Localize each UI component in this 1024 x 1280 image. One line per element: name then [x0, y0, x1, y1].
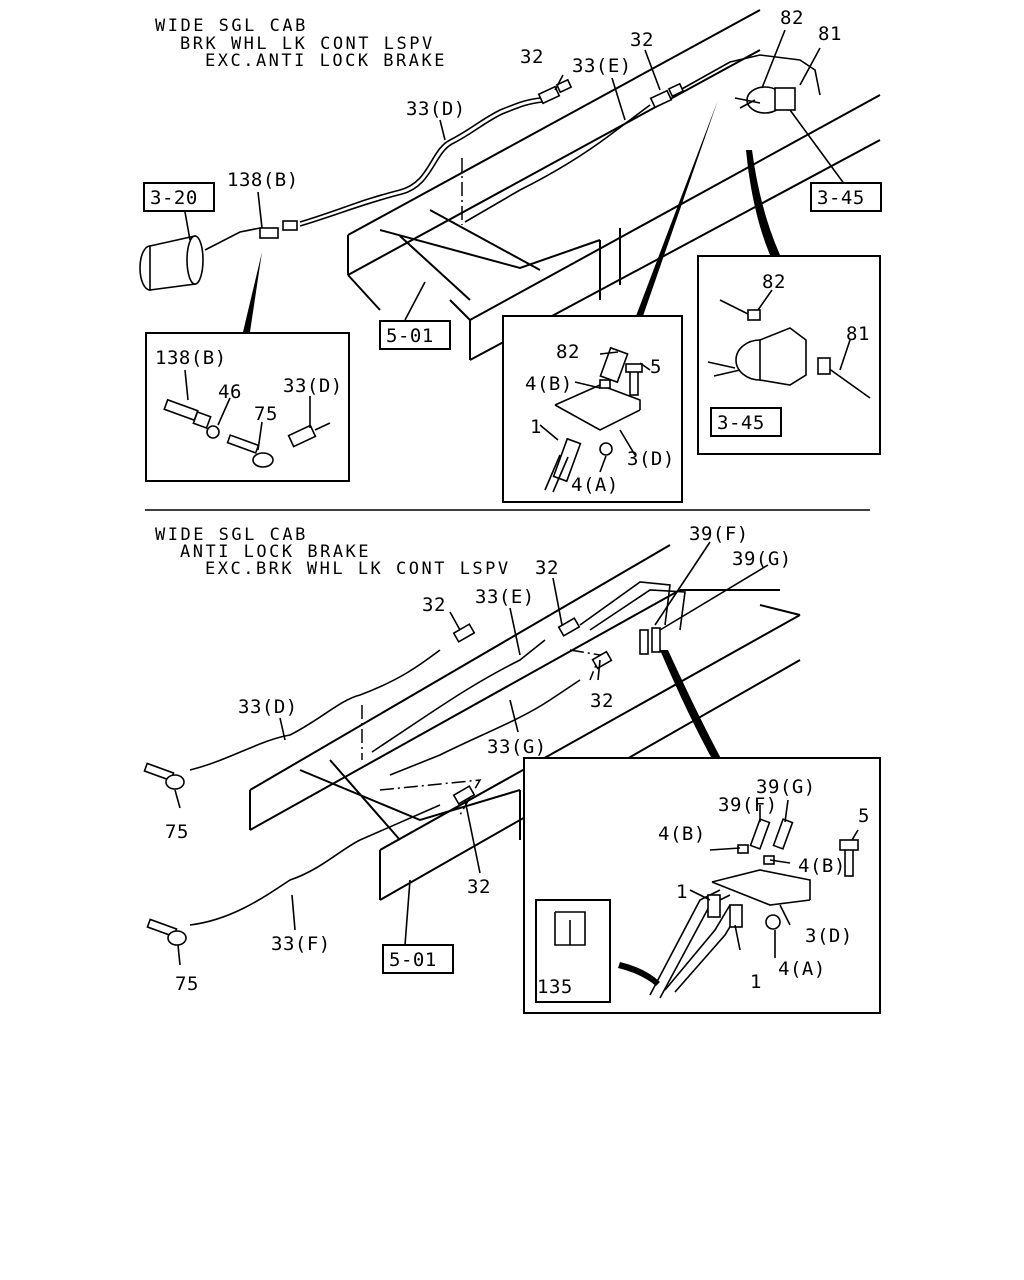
top-leaders: [184, 29, 846, 321]
bottom-label-33e: 33(E): [475, 586, 535, 608]
inset-mid-label-4a: 4(A): [571, 474, 619, 496]
top-frame-rail: [347, 9, 881, 361]
inset-bottom-label-1-a: 1: [676, 881, 688, 903]
callout-wedge-mid: [636, 100, 718, 316]
ref-3-45: 3-45: [817, 187, 865, 209]
inset-bottom-label-4b-left: 4(B): [658, 823, 706, 845]
bottom-label-33g: 33(G): [487, 736, 547, 758]
bottom-label-32-c: 32: [590, 690, 614, 712]
inset-bottom-label-1-b: 1: [750, 971, 762, 993]
tee-138b: [259, 220, 298, 239]
callout-wedge-left: [243, 252, 262, 332]
brake-line-33e: [464, 104, 651, 223]
ref-box-5-01: [379, 320, 451, 350]
bottom-ref-5-01: 5-01: [389, 949, 437, 971]
label-138b: 138(B): [227, 169, 299, 191]
inset-right-ref: 3-45: [717, 412, 765, 434]
inset-mid-label-4b: 4(B): [525, 373, 573, 395]
bottom-leaders: [174, 541, 769, 966]
bottom-label-39f: 39(F): [689, 523, 749, 545]
fitting-75-upper: [143, 762, 185, 790]
bottom-header-line-3: EXC.BRK WHL LK CONT LSPV: [205, 559, 511, 579]
inset-bottom: 39(G) 39(F) 5 4(B) 4(B) 1 3(D) 4(A) 1 13…: [523, 757, 881, 1014]
label-82: 82: [780, 7, 804, 29]
ref-5-01: 5-01: [386, 325, 434, 347]
inset-bottom-label-5: 5: [858, 805, 870, 827]
bottom-header-line-1: WIDE SGL CAB: [155, 525, 308, 545]
inset-mid-label-82: 82: [556, 341, 580, 363]
top-section: WIDE SGL CAB BRK WHL LK CONT LSPV EXC.AN…: [139, 7, 882, 503]
bottom-dash-line-2: [379, 779, 482, 816]
bottom-label-32-b: 32: [422, 594, 446, 616]
bottom-label-33d: 33(D): [238, 696, 298, 718]
brake-line-33d-outline: [299, 101, 543, 227]
label-33d: 33(D): [406, 98, 466, 120]
bottom-section: WIDE SGL CAB ANTI LOCK BRAKE EXC.BRK WHL…: [143, 523, 881, 1014]
inset-left-label-46: 46: [218, 381, 242, 403]
inset-mid-label-1: 1: [530, 416, 542, 438]
bottom-label-32-a: 32: [535, 557, 559, 579]
clip-135-icon: [554, 911, 586, 946]
callout-wedge-bottom: [660, 650, 725, 766]
bottom-frame-rail: [249, 544, 801, 901]
inset-bottom-label-39f: 39(F): [718, 794, 778, 816]
inset-left-label-75: 75: [254, 403, 278, 425]
brake-line-33e-bottom: [371, 639, 546, 753]
inset-left-label-138b: 138(B): [155, 347, 227, 369]
ref-3-20: 3-20: [150, 187, 198, 209]
inset-mid-label-3d: 3(D): [627, 448, 675, 470]
bottom-header-line-2: ANTI LOCK BRAKE: [180, 542, 371, 562]
ref-box-3-20: [143, 182, 215, 212]
brake-line-33f: [189, 804, 441, 926]
brake-line-33d-bottom: [189, 649, 441, 771]
fitting-32-right: [649, 82, 685, 109]
top-header-line-3: EXC.ANTI LOCK BRAKE: [205, 51, 447, 71]
bottom-label-75-b: 75: [175, 973, 199, 995]
label-33e: 33(E): [572, 55, 632, 77]
inset-left-label-33d: 33(D): [283, 375, 343, 397]
brake-chamber: [139, 227, 261, 291]
lspv-valve: [734, 86, 796, 114]
bottom-label-32-d: 32: [467, 876, 491, 898]
inset-right-ref-box: [710, 407, 782, 437]
inset-left: 138(B) 46 75 33(D): [145, 332, 350, 482]
callout-wedge-right: [746, 150, 780, 255]
inset-bottom-label-3d: 3(D): [805, 925, 853, 947]
top-header-line-1: WIDE SGL CAB: [155, 16, 308, 36]
lspv-pipe: [679, 54, 821, 96]
inset-bottom-label-4b-right: 4(B): [798, 855, 846, 877]
inset-right-label-81: 81: [846, 323, 870, 345]
bottom-label-39g: 39(G): [732, 548, 792, 570]
inset-mid: 82 5 4(B) 1 3(D) 4(A): [502, 315, 683, 503]
brake-line-33g: [389, 679, 581, 776]
bottom-label-33f: 33(F): [271, 933, 331, 955]
top-header-line-2: BRK WHL LK CONT LSPV: [180, 34, 435, 54]
bottom-label-75-a: 75: [165, 821, 189, 843]
inset-bottom-label-135: 135: [537, 976, 573, 998]
ref-box-3-45: [810, 182, 882, 212]
label-32-b: 32: [630, 29, 654, 51]
fitting-75-lower: [146, 918, 187, 946]
label-81: 81: [818, 23, 842, 45]
brake-line-33d: [299, 97, 541, 223]
label-32-a: 32: [520, 46, 544, 68]
inset-right-label-82: 82: [762, 271, 786, 293]
inset-bottom-label-39g: 39(G): [756, 776, 816, 798]
inset-clip-box: [535, 899, 611, 1003]
bottom-fittings: [452, 617, 661, 805]
inset-bottom-label-4a: 4(A): [778, 958, 826, 980]
fitting-32-left: [537, 78, 573, 105]
inset-right: 82 81 3-45: [697, 255, 881, 455]
bottom-ref-box-5-01: [382, 944, 454, 974]
inset-mid-label-5: 5: [650, 356, 662, 378]
